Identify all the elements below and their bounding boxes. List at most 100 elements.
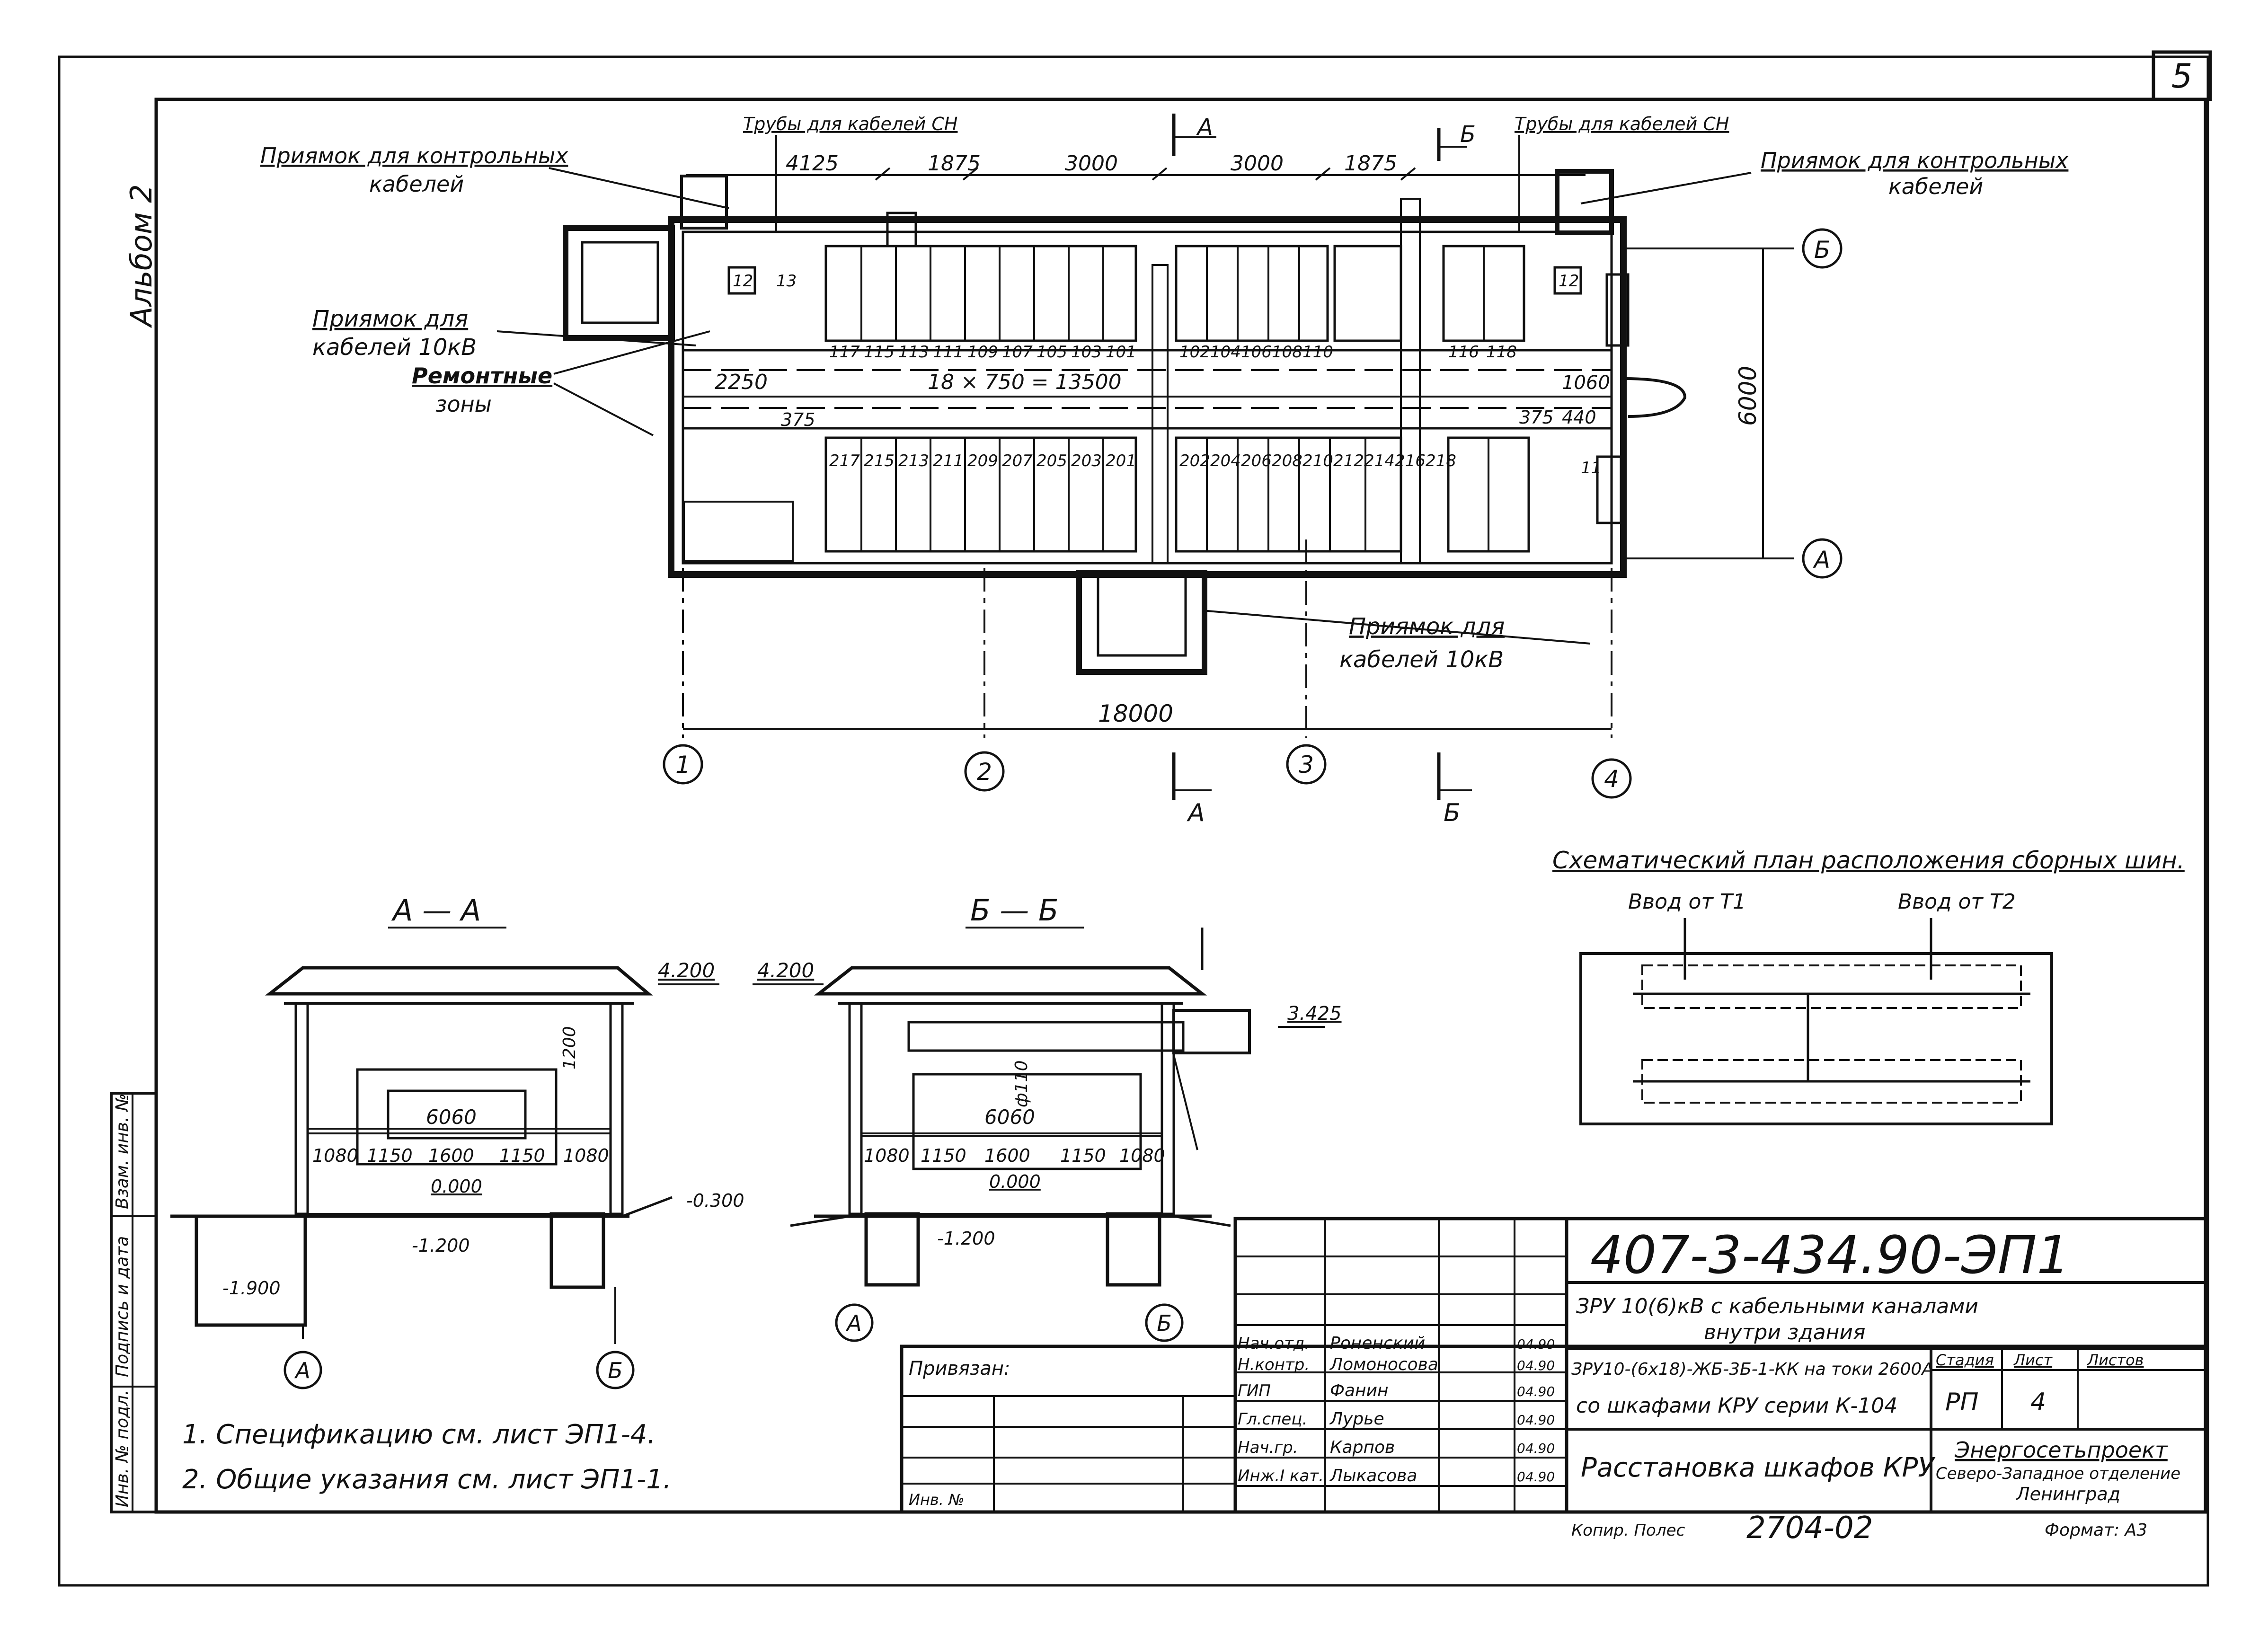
section-aa-wall-right bbox=[609, 1002, 624, 1215]
signer-role: Нач.отд. bbox=[1238, 1334, 1310, 1353]
callout-repair-2: зоны bbox=[435, 391, 492, 417]
panel-right bbox=[1605, 273, 1630, 347]
cabinet-number: 218 bbox=[1426, 451, 1456, 470]
doc-code: 407-3-434.90-ЭП1 bbox=[1590, 1225, 2070, 1285]
callout-pit-10kv-bottom-1: Приямок для bbox=[1349, 613, 1505, 640]
section-bb-roof bbox=[814, 966, 1207, 996]
signer-date: 04.90 bbox=[1517, 1441, 1555, 1456]
dim-1875-right: 1875 bbox=[1344, 151, 1397, 176]
section-aa-wall-left bbox=[294, 1002, 309, 1215]
title-block-frame bbox=[1233, 1217, 2207, 1514]
section-bb-wall-right bbox=[1161, 1002, 1175, 1215]
section-aa-axis-b-bubble bbox=[596, 1351, 635, 1389]
cabinet-number: 203 bbox=[1071, 451, 1102, 470]
busbar-frame bbox=[1579, 952, 2053, 1125]
signer-role: Н.контр. bbox=[1238, 1355, 1310, 1374]
section-bb-dim-2: 1150 bbox=[921, 1145, 966, 1166]
section-aa-channel-right bbox=[549, 1212, 605, 1289]
signer-name: Фанин bbox=[1330, 1381, 1389, 1400]
section-aa-minus-1900: -1.900 bbox=[222, 1278, 281, 1299]
callout-pit-control-right-1: Приямок для контрольных bbox=[1761, 148, 2069, 173]
section-bb-axis-a-bubble bbox=[835, 1303, 874, 1342]
axis-label-b: Б bbox=[1814, 236, 1830, 264]
section-aa-dim-3: 1600 bbox=[428, 1145, 474, 1166]
cabinet-row-1 bbox=[824, 245, 1525, 342]
section-bb-axis-a: А bbox=[845, 1310, 861, 1336]
pit-bottom bbox=[1076, 570, 1207, 675]
pit-left bbox=[563, 225, 675, 341]
section-aa-dim-1: 1080 bbox=[312, 1145, 358, 1166]
callout-pit-control-left-leader bbox=[549, 167, 729, 209]
signature-grid bbox=[902, 1219, 1567, 1512]
section-aa-cabinet bbox=[356, 1068, 558, 1166]
sheet-value: 4 bbox=[2030, 1388, 2046, 1416]
callout-pipes-left: Трубы для кабелей СН bbox=[743, 114, 957, 134]
section-aa-minus-1200: -1.200 bbox=[412, 1235, 470, 1256]
cabinet-number: 103 bbox=[1071, 343, 1102, 362]
cabinet-number: 210 bbox=[1302, 451, 1333, 470]
cabinet-block-3 bbox=[1333, 245, 1402, 342]
sheet-label: Лист bbox=[2013, 1351, 2053, 1369]
busbar-title: Схематический план расположения сборных … bbox=[1552, 847, 2185, 874]
left-strip-frame bbox=[110, 1092, 158, 1513]
section-bb-floor-zone bbox=[860, 1132, 1163, 1215]
callout-pit-10kv-bottom-leader bbox=[1202, 610, 1591, 645]
signer-date: 04.90 bbox=[1517, 1412, 1555, 1428]
note-1: 1. Спецификацию см. лист ЭП1-4. bbox=[182, 1419, 656, 1450]
callout-pit-control-left-2: кабелей bbox=[369, 171, 464, 197]
signer-date: 04.90 bbox=[1517, 1469, 1555, 1485]
section-aa-cabinet-label: 6060 bbox=[426, 1105, 477, 1129]
section-bb-pipe bbox=[907, 1021, 1185, 1052]
section-bb-channel-right bbox=[1106, 1212, 1161, 1287]
section-bb-cabinet bbox=[912, 1073, 1142, 1170]
signer-role: ГИП bbox=[1238, 1381, 1271, 1400]
side-label: Альбом 2 bbox=[124, 184, 159, 328]
section-aa-dim-5: 1080 bbox=[563, 1145, 609, 1166]
section-bb-level-3425: 3.425 bbox=[1287, 1003, 1342, 1025]
section-bb-dim-3: 1600 bbox=[984, 1145, 1030, 1166]
section-bb-dim-4: 1150 bbox=[1060, 1145, 1106, 1166]
section-aa-roof bbox=[265, 966, 653, 996]
section-aa-title: А — А bbox=[391, 893, 481, 928]
section-bb: Б — Б 6060 ф110 1080 1150 1600 1150 1080… bbox=[753, 893, 1342, 1342]
section-aa: А — А 6060 1080 1150 1600 1150 1080 0.00… bbox=[170, 893, 744, 1389]
section-aa-height: 1200 bbox=[560, 1026, 579, 1070]
busbar-input-t2: Ввод от Т2 bbox=[1898, 890, 2016, 914]
title-bound: Привязан: bbox=[909, 1358, 1010, 1379]
pit-bottom-inner bbox=[1097, 574, 1187, 657]
axis-label-2: 2 bbox=[977, 758, 992, 786]
cabinet-number: 113 bbox=[898, 343, 929, 362]
top-dim-ticks bbox=[875, 167, 1416, 181]
dim-1060: 1060 bbox=[1562, 372, 1610, 394]
left-strip-label-1: Взам. инв. № bbox=[113, 1094, 132, 1209]
callout-pit-10kv-bottom-2: кабелей 10кВ bbox=[1339, 646, 1504, 673]
section-aa-floor: 0.000 bbox=[431, 1176, 482, 1197]
callout-pit-10kv-left-2: кабелей 10кВ bbox=[312, 334, 477, 361]
cabinet-number: 209 bbox=[967, 451, 998, 470]
box-12-left bbox=[727, 266, 756, 295]
section-aa-dim-2: 1150 bbox=[367, 1145, 413, 1166]
signer-role: Гл.спец. bbox=[1238, 1410, 1307, 1429]
axis-label-3: 3 bbox=[1299, 751, 1314, 778]
cabinet-number: 118 bbox=[1486, 343, 1517, 362]
cabinet-number: 211 bbox=[933, 451, 964, 470]
pit-left-inner bbox=[581, 241, 659, 324]
label-11: 11 bbox=[1581, 459, 1601, 477]
section-bb-dim-5: 1080 bbox=[1119, 1145, 1165, 1166]
section-bb-dim-1: 1080 bbox=[864, 1145, 910, 1166]
height-dim: 6000 bbox=[1734, 366, 1762, 426]
title-inv: Инв. № bbox=[909, 1491, 964, 1509]
section-bb-ground-right bbox=[1173, 1215, 1231, 1227]
dim-3000-left: 3000 bbox=[1065, 151, 1118, 176]
project-line-2: внутри здания bbox=[1704, 1320, 1866, 1344]
section-bb-pipe-end bbox=[1172, 1009, 1251, 1054]
left-bottom-equipment bbox=[683, 501, 794, 562]
dim-440: 440 bbox=[1562, 407, 1596, 428]
section-a-label-top: А bbox=[1196, 114, 1213, 141]
cabinet-number: 108 bbox=[1272, 343, 1302, 362]
section-bb-minus-1200: -1.200 bbox=[937, 1228, 995, 1249]
axis-bubble-a bbox=[1802, 538, 1843, 579]
pit-top-right bbox=[1555, 169, 1614, 235]
section-aa-axis-a: А bbox=[294, 1358, 310, 1383]
